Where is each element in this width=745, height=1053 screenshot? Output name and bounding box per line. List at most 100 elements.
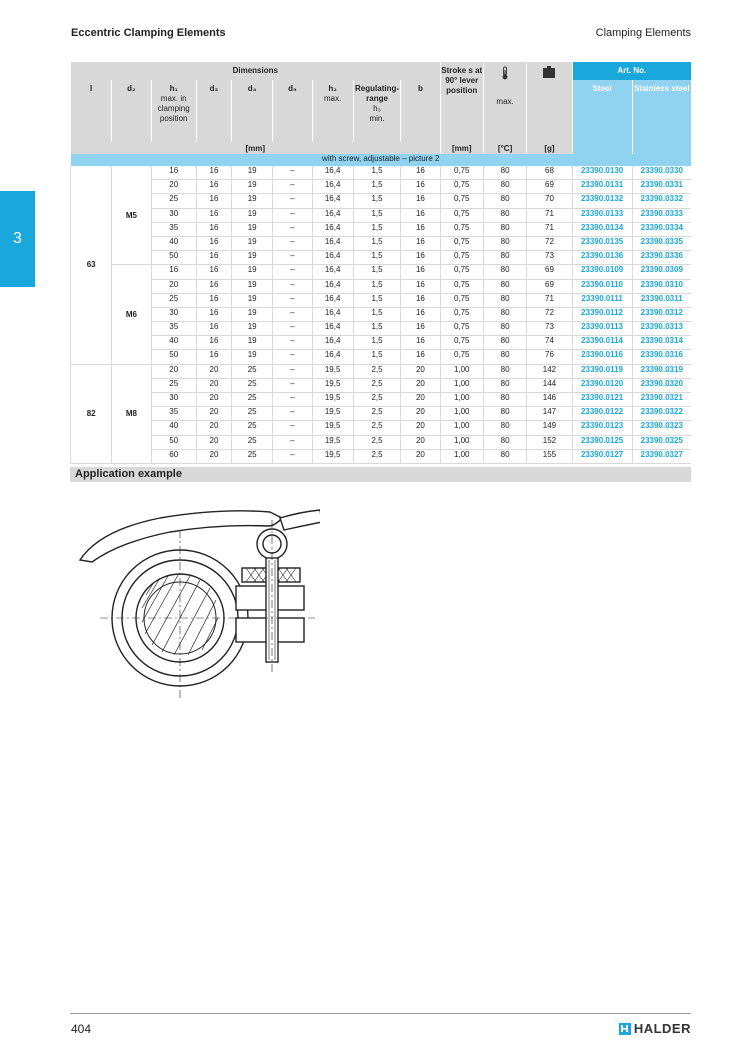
- cell-steel[interactable]: 23390.0123: [571, 420, 633, 436]
- cell-stainless[interactable]: 23390.0314: [631, 335, 691, 351]
- cell-d3: 16: [195, 236, 232, 252]
- brand-logo[interactable]: HALDER: [618, 1021, 691, 1036]
- cell-steel[interactable]: 23390.0109: [571, 264, 633, 280]
- cell-d3: 16: [195, 179, 232, 195]
- col-d4: d₄: [247, 84, 257, 93]
- cell-b: 16: [400, 193, 441, 209]
- cell-stainless[interactable]: 23390.0323: [631, 420, 691, 436]
- cell-steel[interactable]: 23390.0134: [571, 222, 633, 237]
- cell-steel[interactable]: 23390.0113: [571, 321, 633, 337]
- cell-steel[interactable]: 23390.0131: [571, 179, 633, 195]
- cell-stainless[interactable]: 23390.0310: [631, 279, 691, 294]
- cell-g: 149: [526, 420, 573, 436]
- cell-stainless[interactable]: 23390.0312: [631, 307, 691, 323]
- cell-stainless[interactable]: 23390.0331: [631, 179, 691, 195]
- chapter-tab[interactable]: 3: [0, 191, 35, 287]
- cell-stainless[interactable]: 23390.0320: [631, 378, 691, 394]
- cell-stainless[interactable]: 23390.0330: [631, 166, 691, 181]
- cell-stainless[interactable]: 23390.0309: [631, 264, 691, 280]
- cell-h2: 16,4: [311, 166, 354, 181]
- cell-stainless[interactable]: 23390.0322: [631, 406, 691, 422]
- cell-stainless[interactable]: 23390.0325: [631, 435, 691, 450]
- cell-steel[interactable]: 23390.0110: [571, 279, 633, 294]
- cell-d3: 20: [195, 449, 232, 464]
- cell-h2: 19,5: [311, 420, 354, 436]
- cell-h2: 16,4: [311, 179, 354, 195]
- cell-g: 71: [526, 208, 573, 223]
- cell-s: 1,00: [439, 435, 484, 450]
- col-l: l: [90, 84, 93, 93]
- cell-steel[interactable]: 23390.0136: [571, 250, 633, 266]
- dimensions-header: Dimensions: [70, 62, 441, 80]
- stroke-header: Stroke s at 90° lever position: [439, 62, 484, 142]
- cell-s: 0,75: [439, 250, 484, 266]
- cell-steel[interactable]: 23390.0112: [571, 307, 633, 323]
- cell-stainless[interactable]: 23390.0335: [631, 236, 691, 252]
- section-title: Eccentric Clamping Elements: [71, 27, 226, 39]
- halder-logo-icon: [618, 1022, 631, 1035]
- cell-h3: 2,5: [352, 435, 401, 450]
- cell-stainless[interactable]: 23390.0319: [631, 364, 691, 379]
- cell-b: 20: [400, 392, 441, 408]
- cell-g: 71: [526, 222, 573, 237]
- cell-h2: 19,5: [311, 378, 354, 394]
- cell-stainless[interactable]: 23390.0336: [631, 250, 691, 266]
- cell-h1: 30: [150, 392, 197, 408]
- col-d3: d₃: [209, 84, 219, 93]
- cell-stainless[interactable]: 23390.0313: [631, 321, 691, 337]
- cell-d4: 19: [230, 222, 273, 237]
- cell-s: 0,75: [439, 307, 484, 323]
- cell-b: 20: [400, 406, 441, 422]
- cell-g: 144: [526, 378, 573, 394]
- cell-d3: 16: [195, 321, 232, 337]
- cell-steel[interactable]: 23390.0116: [571, 349, 633, 365]
- cell-stainless[interactable]: 23390.0327: [631, 449, 691, 464]
- cell-steel[interactable]: 23390.0119: [571, 364, 633, 379]
- cell-steel[interactable]: 23390.0127: [571, 449, 633, 464]
- cell-d4: 19: [230, 293, 273, 308]
- cell-steel[interactable]: 23390.0132: [571, 193, 633, 209]
- cell-d5: –: [272, 321, 312, 337]
- cell-steel[interactable]: 23390.0114: [571, 335, 633, 351]
- cell-h1: 35: [150, 222, 197, 237]
- cell-d3: 16: [195, 349, 232, 365]
- cell-t: 80: [482, 166, 527, 181]
- cell-steel[interactable]: 23390.0120: [571, 378, 633, 394]
- col-d2: d₂: [127, 84, 136, 93]
- cell-h3: 1,5: [352, 321, 401, 337]
- chapter-title: Clamping Elements: [595, 27, 691, 39]
- cell-steel[interactable]: 23390.0133: [571, 208, 633, 223]
- cell-stainless[interactable]: 23390.0316: [631, 349, 691, 365]
- cell-steel[interactable]: 23390.0135: [571, 236, 633, 252]
- cell-h3: 1,5: [352, 179, 401, 195]
- cell-steel[interactable]: 23390.0121: [571, 392, 633, 408]
- cell-h3: 1,5: [352, 279, 401, 294]
- cell-g: 72: [526, 307, 573, 323]
- cell-stainless[interactable]: 23390.0321: [631, 392, 691, 408]
- cell-h1: 20: [150, 364, 197, 379]
- cell-steel[interactable]: 23390.0125: [571, 435, 633, 450]
- cell-t: 80: [482, 449, 527, 464]
- cell-stainless[interactable]: 23390.0311: [631, 293, 691, 308]
- cell-s: 0,75: [439, 166, 484, 181]
- cell-d4: 19: [230, 279, 273, 294]
- cell-h1: 25: [150, 293, 197, 308]
- cell-s: 1,00: [439, 364, 484, 379]
- cell-steel[interactable]: 23390.0111: [571, 293, 633, 308]
- cell-h2: 19,5: [311, 364, 354, 379]
- cell-stainless[interactable]: 23390.0332: [631, 193, 691, 209]
- cell-t: 80: [482, 307, 527, 323]
- cell-steel[interactable]: 23390.0130: [571, 166, 633, 181]
- cell-stainless[interactable]: 23390.0333: [631, 208, 691, 223]
- cell-stainless[interactable]: 23390.0334: [631, 222, 691, 237]
- cell-d4: 19: [230, 264, 273, 280]
- cell-steel[interactable]: 23390.0122: [571, 406, 633, 422]
- cell-h2: 16,4: [311, 222, 354, 237]
- cell-s: 0,75: [439, 349, 484, 365]
- cell-t: 80: [482, 406, 527, 422]
